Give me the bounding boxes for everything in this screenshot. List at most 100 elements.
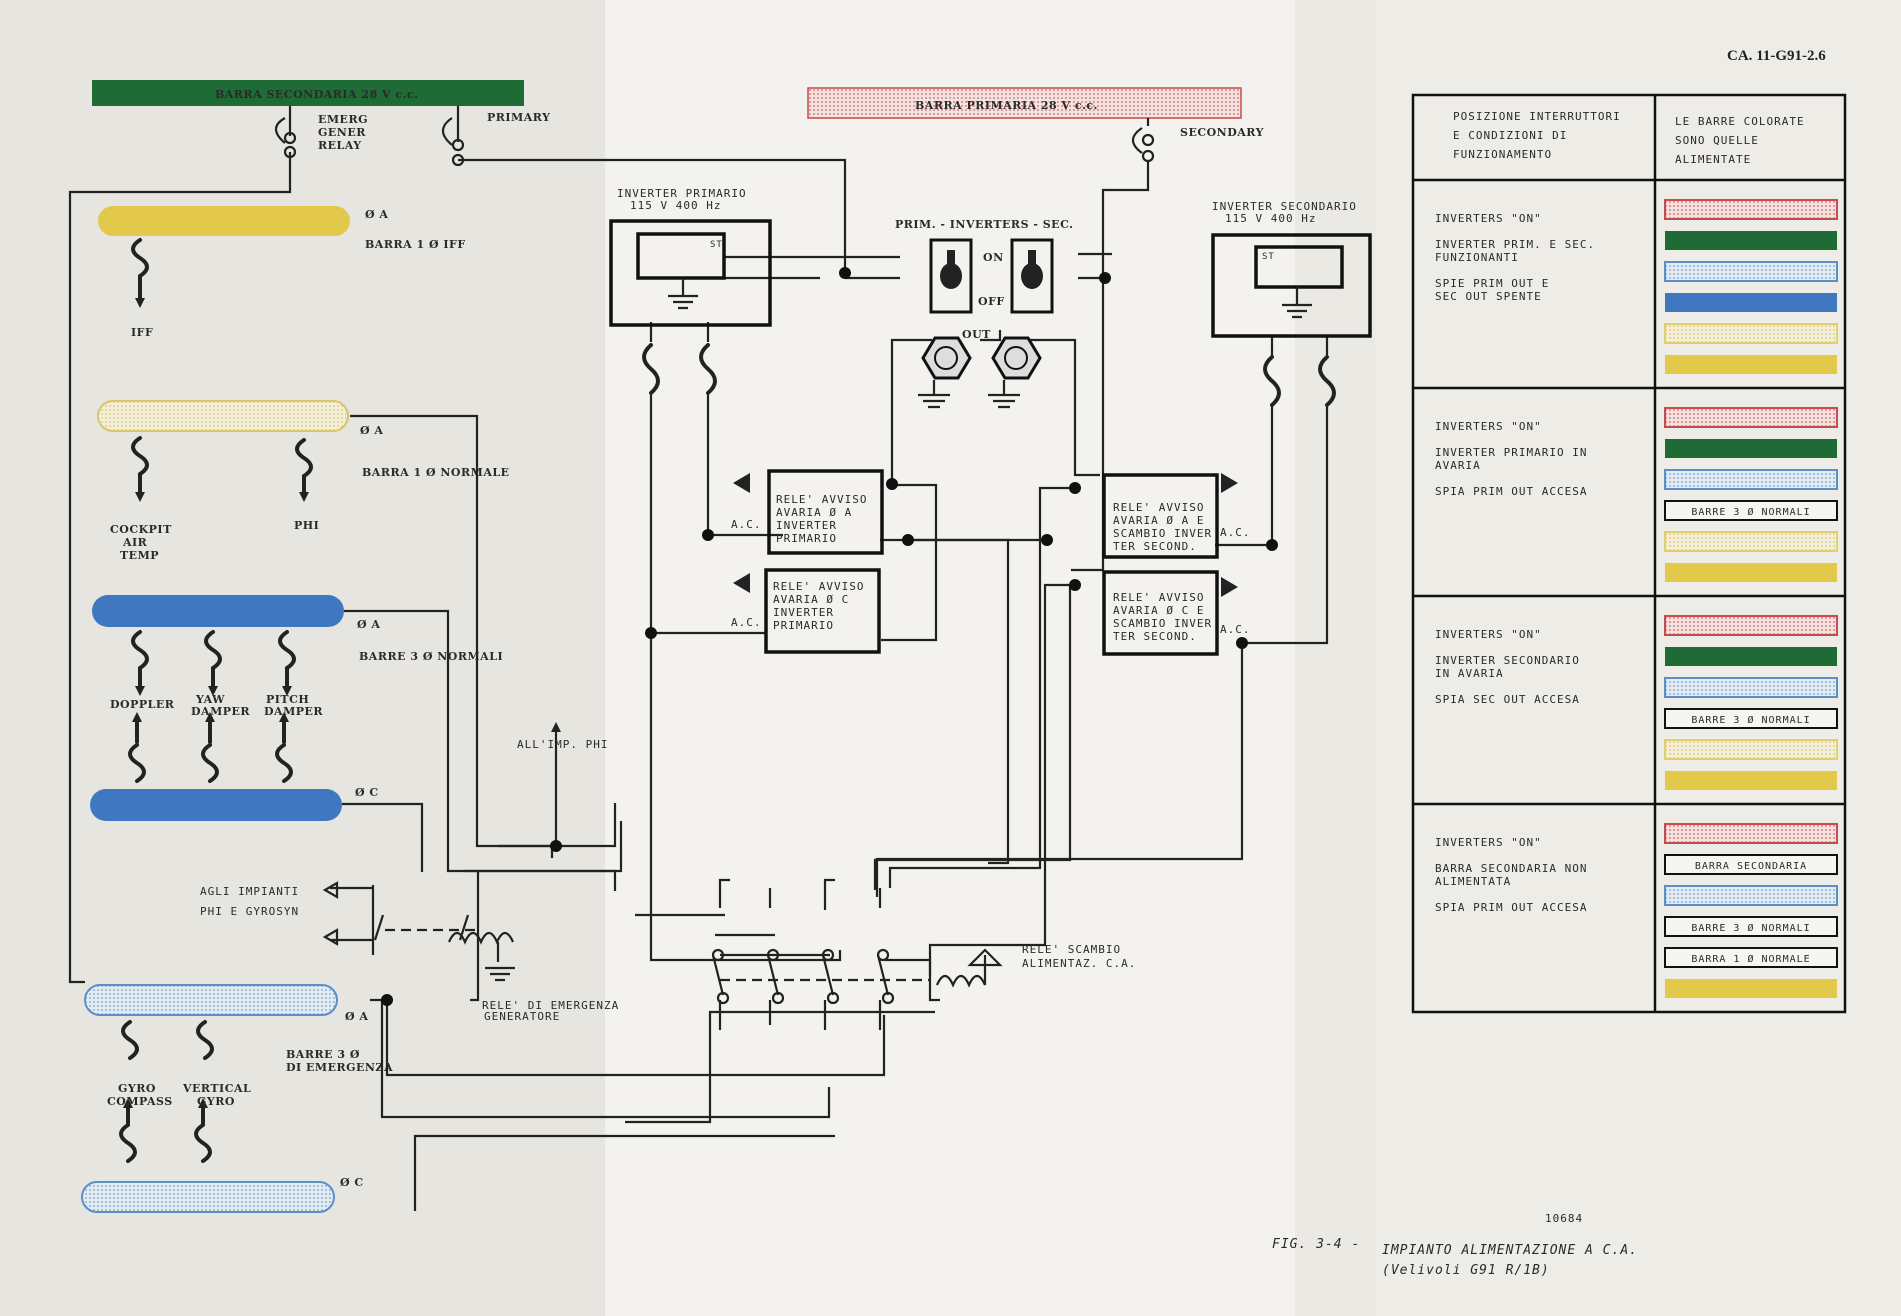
phi-load-label: PHI	[294, 519, 319, 532]
relay-sec-c-2: AVARIA Ø C E	[1113, 604, 1204, 617]
relay-prim-a-4: PRIMARIO	[776, 532, 837, 545]
relay-prim-a-1: RELE' AVVISO	[776, 493, 867, 506]
legend-bar	[1664, 947, 1838, 968]
change-over-relay-contacts	[711, 948, 1003, 1005]
legend-bar	[1664, 677, 1838, 698]
phase-c-label: Ø C	[340, 1176, 364, 1189]
bus3-normal-label: BARRE 3 Ø NORMALI	[359, 650, 503, 663]
legend-row-text: ALIMENTATA	[1435, 875, 1511, 888]
bus3-emergency-label-1: BARRE 3 Ø	[286, 1048, 360, 1061]
legend-bar-label: BARRA SECONDARIA	[1695, 861, 1807, 872]
relay-prim-a-2: AVARIA Ø A	[776, 506, 852, 519]
bus1-iff-label: BARRA 1 Ø IFF	[365, 238, 466, 251]
phase-c-label: Ø C	[355, 786, 379, 799]
relay-boxes	[733, 469, 1238, 656]
legend-row-text: INVERTER SECONDARIO	[1435, 654, 1580, 667]
legend-bar	[1665, 355, 1837, 374]
vertical-gyro-label-1: VERTICAL	[182, 1082, 251, 1095]
legend-header-right-line: ALIMENTATE	[1675, 153, 1751, 166]
legend-header-left-line: FUNZIONAMENTO	[1453, 148, 1552, 161]
legend-row-text: IN AVARIA	[1435, 667, 1504, 680]
primary-relay-switch	[441, 117, 465, 167]
pitch-label-2: DAMPER	[264, 705, 323, 718]
doppler-label: DOPPLER	[110, 698, 175, 711]
legend-table: POSIZIONE INTERRUTTORI E CONDIZIONI DI FUN…	[1411, 93, 1847, 1014]
all-imp-phi-label: ALL'IMP. PHI	[517, 738, 608, 751]
relay-prim-c-1: RELE' AVVISO	[773, 580, 864, 593]
inverter-prim-label-2: 115 V 400 Hz	[630, 199, 721, 212]
legend-header-left-line: E CONDIZIONI DI	[1453, 129, 1567, 142]
relay-sec-c-1: RELE' AVVISO	[1113, 591, 1204, 604]
agli-impianti-label-2: PHI E GYROSYN	[200, 905, 299, 918]
legend-header-left-line: POSIZIONE INTERRUTTORI	[1453, 110, 1621, 123]
legend-bar	[1664, 854, 1838, 875]
cockpit-label-3: TEMP	[120, 549, 159, 562]
bus3-normal-a-bar	[92, 595, 344, 627]
inverter-secondario	[1211, 233, 1372, 338]
bus3-emergency-c-bar	[81, 1181, 335, 1213]
legend-row-text: SPIE PRIM OUT E	[1435, 277, 1549, 290]
figure-code: 10684	[1545, 1212, 1583, 1225]
inverter-primario	[609, 219, 772, 327]
legend-row-text: SPIA SEC OUT ACCESA	[1435, 693, 1580, 706]
secondary-relay-switch	[1131, 127, 1155, 163]
phase-a-label: Ø A	[345, 1010, 368, 1023]
inverter-toggle-switches	[929, 238, 1054, 314]
rele-emergenza-label-2: GENERATORE	[484, 1010, 560, 1023]
figure-number: FIG. 3-4 -	[1272, 1237, 1360, 1252]
legend-bar	[1665, 647, 1837, 666]
relay-sec-a-2: AVARIA Ø A E	[1113, 514, 1204, 527]
legend-row-text: SPIA PRIM OUT ACCESA	[1435, 485, 1587, 498]
relay-sec-c-3: SCAMBIO INVER	[1113, 617, 1212, 630]
cockpit-label-1: COCKPIT	[110, 523, 172, 536]
legend-bar	[1664, 323, 1838, 344]
relay-prim-c-3: INVERTER	[773, 606, 834, 619]
bus3-emergency-label-2: DI EMERGENZA	[286, 1061, 393, 1074]
rele-scambio-label-1: RELE' SCAMBIO	[1022, 943, 1121, 956]
agli-impianti-label-1: AGLI IMPIANTI	[200, 885, 299, 898]
switch-off-label: OFF	[978, 295, 1005, 308]
primary-28v-bus-bar	[807, 87, 1242, 119]
relay-prim-a-3: INVERTER	[776, 519, 837, 532]
junction-dots	[381, 267, 1278, 1006]
legend-bar	[1664, 407, 1838, 428]
ac-label: A.C.	[731, 518, 762, 531]
gyro-compass-label-2: COMPASS	[107, 1095, 173, 1108]
inverter-sec-label-2: 115 V 400 Hz	[1225, 212, 1316, 225]
inverter-sec-label-1: INVERTER SECONDARIO	[1212, 200, 1357, 213]
legend-header-right-line: LE BARRE COLORATE	[1675, 115, 1805, 128]
relay-sec-a-1: RELE' AVVISO	[1113, 501, 1204, 514]
wiring	[68, 106, 1329, 1211]
secondary-28v-bus-label: BARRA SECONDARIA 28 V c.c.	[215, 88, 418, 101]
emerg-relay-label-3: RELAY	[318, 139, 362, 152]
legend-bar-label: BARRE 3 Ø NORMALI	[1691, 506, 1810, 518]
rele-emergenza-label-1: RELE' DI EMERGENZA	[482, 999, 619, 1012]
document-id: CA. 11-G91-2.6	[1727, 48, 1826, 64]
ac-label: A.C.	[1220, 526, 1251, 539]
phase-a-label: Ø A	[365, 208, 388, 221]
relay-prim-c-4: PRIMARIO	[773, 619, 834, 632]
legend-bar	[1664, 531, 1838, 552]
yaw-label-2: DAMPER	[191, 705, 250, 718]
bus1-normal-bar	[97, 400, 349, 432]
legend-row-text: INVERTERS "ON"	[1435, 628, 1542, 641]
legend-bar	[1664, 469, 1838, 490]
warning-lamps	[918, 336, 1042, 409]
legend-row-text: INVERTERS "ON"	[1435, 836, 1542, 849]
ac-label: A.C.	[1220, 623, 1251, 636]
fuse-symbols	[119, 238, 1336, 1163]
legend-row-text: INVERTERS "ON"	[1435, 420, 1542, 433]
relay-sec-a-4: TER SECOND.	[1113, 540, 1197, 553]
yaw-label-1: YAW	[195, 693, 225, 706]
legend-row-text: SEC OUT SPENTE	[1435, 290, 1542, 303]
relay-prim-c-2: AVARIA Ø C	[773, 593, 849, 606]
legend-bar-label: BARRE 3 Ø NORMALI	[1691, 714, 1810, 726]
legend-header-right-line: SONO QUELLE	[1675, 134, 1759, 147]
bus3-emergency-a-bar	[84, 984, 338, 1016]
out-label: OUT	[962, 328, 991, 341]
legend-bar	[1664, 500, 1838, 521]
cockpit-label-2: AIR	[122, 536, 148, 549]
legend-bar-label: BARRE 3 Ø NORMALI	[1691, 922, 1810, 934]
switch-on-label: ON	[983, 251, 1004, 264]
legend-row-text: SPIA PRIM OUT ACCESA	[1435, 901, 1587, 914]
